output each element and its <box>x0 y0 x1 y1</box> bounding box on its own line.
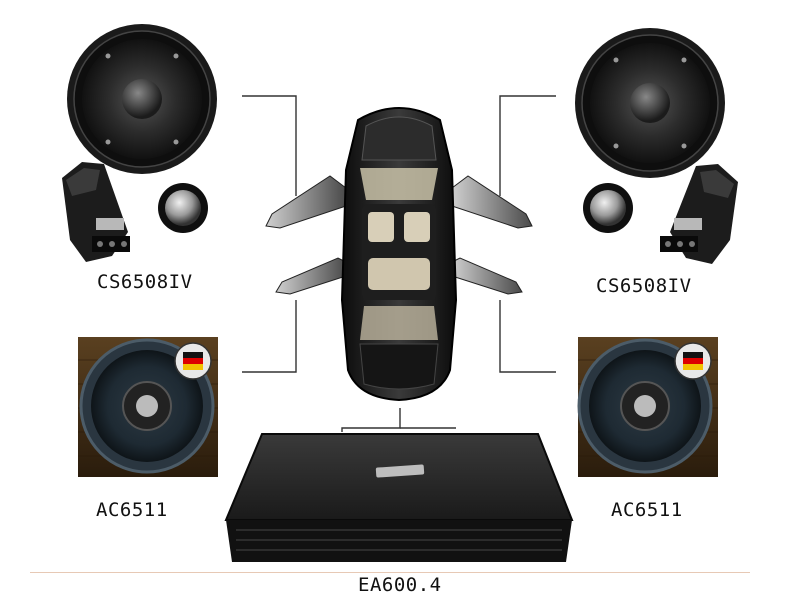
crossover-icon <box>62 162 130 262</box>
label-component-left: CS6508IV <box>97 271 193 293</box>
label-coaxial-right: AC6511 <box>611 499 683 521</box>
divider <box>30 572 750 573</box>
crossover-icon <box>660 164 738 264</box>
door-front-right <box>451 175 533 229</box>
line-component-right <box>499 95 556 196</box>
german-quality-badge-icon <box>174 342 212 380</box>
label-component-right: CS6508IV <box>596 275 692 297</box>
german-quality-badge-icon <box>674 342 712 380</box>
coaxial-speaker-icon <box>577 337 718 477</box>
door-rear-left <box>275 257 347 295</box>
door-front-left <box>265 175 347 229</box>
tweeter-icon <box>158 183 208 233</box>
speaker-woofer-icon <box>67 24 217 174</box>
line-coax-left <box>242 300 297 373</box>
speaker-woofer-icon <box>575 28 725 178</box>
line-coax-right <box>499 300 556 373</box>
car-top-view-icon <box>265 107 533 402</box>
line-amplifier <box>341 408 401 432</box>
tweeter-icon <box>583 183 633 233</box>
amplifier-icon <box>224 433 574 562</box>
line-component-left <box>242 95 297 196</box>
label-coaxial-left: AC6511 <box>96 499 168 521</box>
label-amplifier: EA600.4 <box>358 574 442 596</box>
door-rear-right <box>451 257 523 295</box>
connector-lines <box>242 95 556 432</box>
coaxial-speaker-icon <box>78 337 218 477</box>
